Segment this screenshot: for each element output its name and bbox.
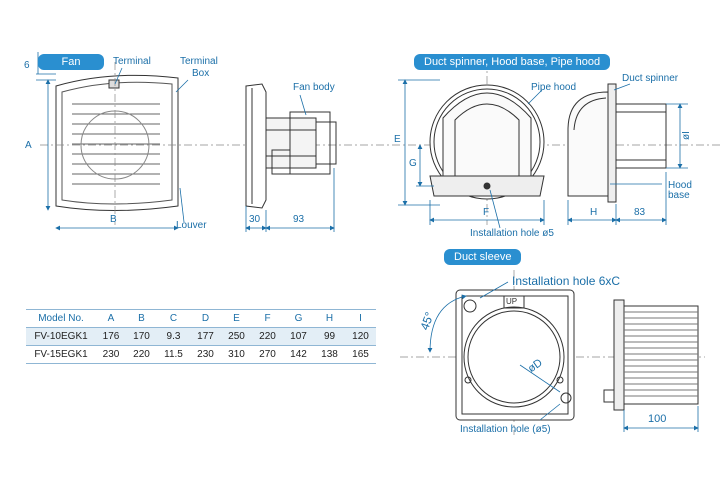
terminal-label: Terminal <box>113 56 151 67</box>
header-b: B <box>138 313 145 324</box>
cell-g: 142 <box>290 349 307 360</box>
header-f: F <box>264 313 271 324</box>
dim-100: 100 <box>648 413 667 425</box>
cell-f: 270 <box>259 349 276 360</box>
cell-i: 165 <box>352 349 369 360</box>
duct-spinner-badge: Duct spinner, Hood base, Pipe hood <box>414 54 611 70</box>
duct-sleeve-front-view <box>455 289 575 421</box>
header-a: A <box>107 313 115 324</box>
duct-sleeve-side-view <box>603 299 699 411</box>
header-e: E <box>233 313 240 324</box>
duct-spinner-label: Duct spinner <box>622 73 679 84</box>
dim-b: B <box>110 214 117 225</box>
terminal-box-label-line2: Box <box>192 68 210 79</box>
installation-hole-5-label: Installation hole ø5 <box>470 228 554 239</box>
model-dimension-table: Model No. A B C D E F G H I FV-10EGK1 17… <box>26 309 376 364</box>
installation-hole-6xc-label: Installation hole 6xC <box>512 274 621 288</box>
cell-g: 107 <box>290 331 307 342</box>
terminal-box-label-line1: Terminal <box>180 56 218 67</box>
cell-d: 230 <box>197 349 214 360</box>
header-model-no: Model No. <box>38 313 84 324</box>
header-c: C <box>169 313 178 324</box>
louver-label: Louver <box>176 220 207 231</box>
dim-g: G <box>409 158 417 169</box>
cell-d: 177 <box>197 331 214 342</box>
fan-body-label: Fan body <box>293 82 335 93</box>
cell-f: 220 <box>259 331 276 342</box>
duct-spinner-front-view <box>429 84 545 200</box>
dim-h: H <box>590 207 598 218</box>
fan-front-view <box>55 74 179 211</box>
dim-f: F <box>483 207 490 218</box>
cell-h: 99 <box>323 331 336 342</box>
table-header-row: Model No. A B C D E F G H I <box>26 309 376 328</box>
cell-model: FV-15EGK1 <box>34 349 88 360</box>
dim-6: 6 <box>24 60 30 71</box>
cell-h: 138 <box>321 349 338 360</box>
cell-i: 120 <box>352 331 369 342</box>
header-i: I <box>359 313 362 324</box>
up-mark: UP <box>506 297 518 306</box>
cell-c: 9.3 <box>166 331 181 342</box>
cell-b: 170 <box>133 331 150 342</box>
table-row: FV-15EGK1 230 220 11.5 230 310 270 142 1… <box>26 345 376 364</box>
header-d: D <box>201 313 210 324</box>
hood-base-label-line1: Hood <box>668 180 692 191</box>
dim-oi: øI <box>680 131 692 140</box>
cell-a: 176 <box>102 331 120 342</box>
cell-c: 11.5 <box>164 349 183 360</box>
duct-spinner-side-view <box>567 83 667 203</box>
cell-b: 220 <box>133 349 150 360</box>
cell-a: 230 <box>102 349 120 360</box>
fan-side-view <box>245 83 337 209</box>
dim-e: E <box>394 134 401 145</box>
dim-a: A <box>25 140 32 151</box>
header-g: G <box>294 313 303 324</box>
table-row: FV-10EGK1 176 170 9.3 177 250 220 107 99… <box>26 327 376 346</box>
dim-83: 83 <box>634 207 646 218</box>
cell-e: 310 <box>228 349 245 360</box>
installation-hole-bottom-label: Installation hole (ø5) <box>460 424 551 435</box>
pipe-hood-label: Pipe hood <box>531 82 577 93</box>
fan-badge: Fan <box>38 54 104 70</box>
dim-30: 30 <box>249 214 261 225</box>
cell-e: 250 <box>228 331 245 342</box>
cell-model: FV-10EGK1 <box>34 331 88 342</box>
header-h: H <box>325 313 334 324</box>
dim-93: 93 <box>293 214 305 225</box>
hood-base-label-line2: base <box>668 190 690 201</box>
duct-sleeve-badge: Duct sleeve <box>444 249 522 265</box>
